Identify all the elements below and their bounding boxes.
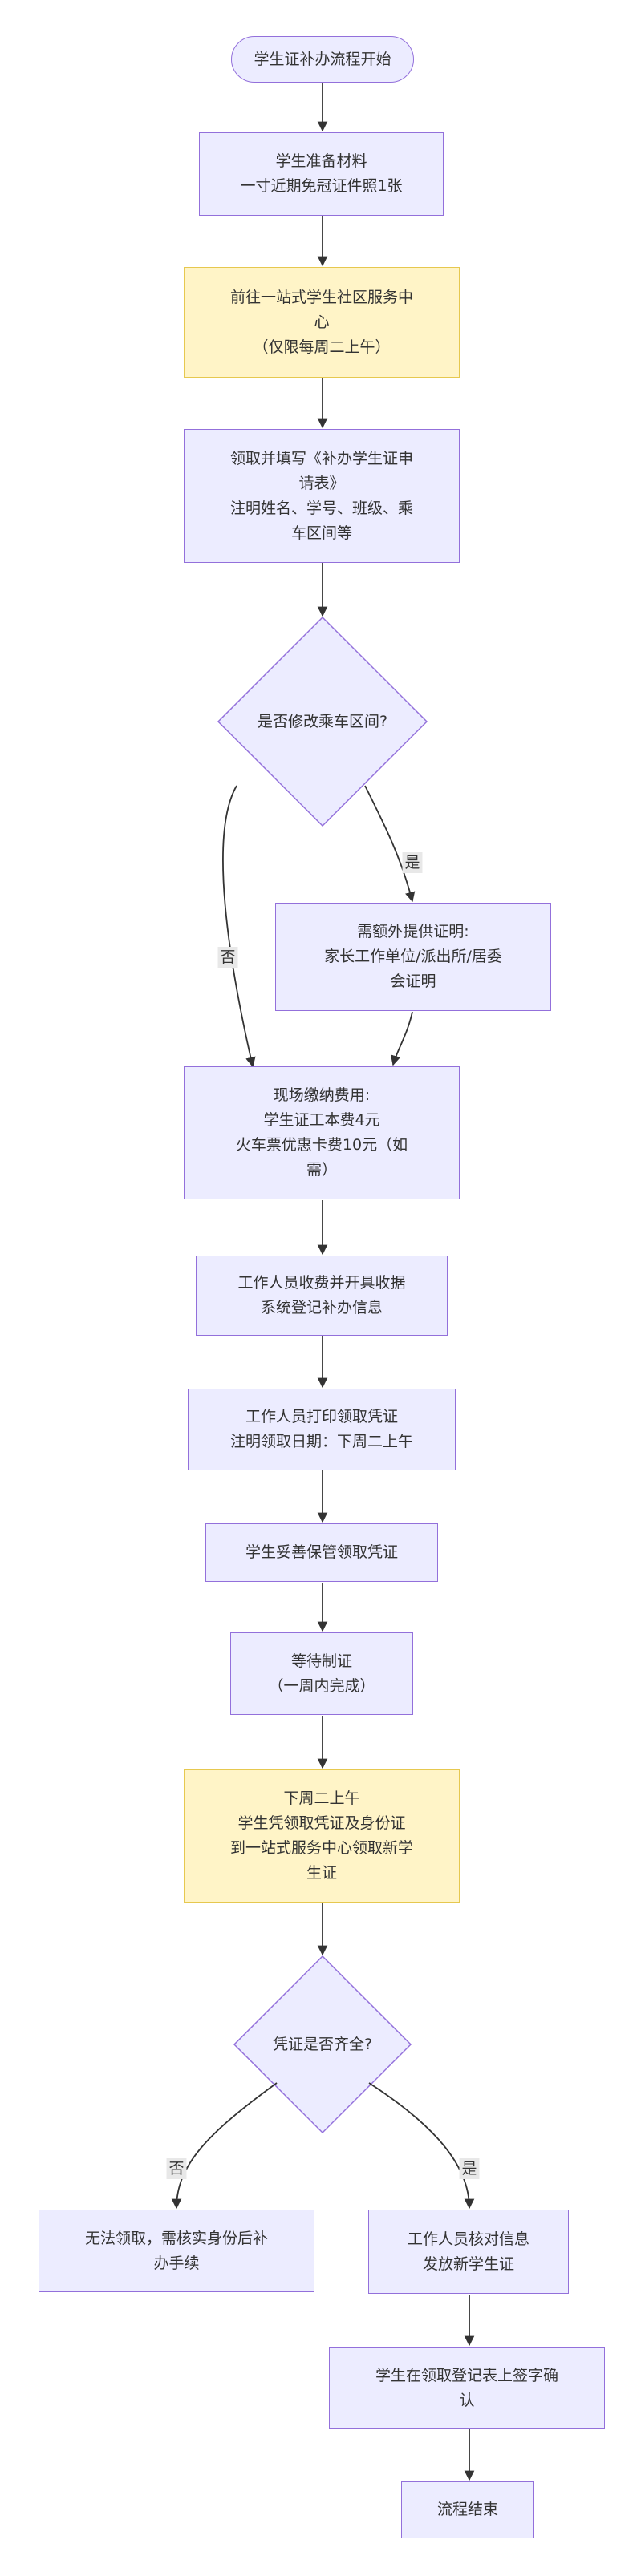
edge-extra-pay: [390, 1011, 413, 1066]
extra-proof-node: 需额外提供证明: 家长工作单位/派出所/居委 会证明: [275, 903, 551, 1011]
wait-production-node: 等待制证 （一周内完成）: [230, 1632, 413, 1715]
edge-decision-no: [222, 785, 256, 1068]
decision-route-diamond: [217, 616, 428, 827]
decision-route-label: 是否修改乘车区间?: [257, 712, 388, 730]
staff-register-node: 工作人员收费并开具收据 系统登记补办信息: [196, 1256, 448, 1336]
print-voucher-node: 工作人员打印领取凭证 注明领取日期：下周二上午: [188, 1389, 456, 1470]
start-node: 学生证补办流程开始: [231, 36, 414, 83]
edge-label-docs-no: 否: [166, 2158, 187, 2179]
edge-decision-docs-no: [171, 2082, 278, 2210]
prepare-materials-node: 学生准备材料 一寸近期免冠证件照1张: [199, 132, 444, 216]
decision-docs-label: 凭证是否齐全?: [272, 2035, 373, 2053]
issue-new-card-node: 工作人员核对信息 发放新学生证: [368, 2210, 569, 2294]
pay-fee-node: 现场缴纳费用: 学生证工本费4元 火车票优惠卡费10元（如 需）: [184, 1066, 460, 1199]
edge-label-docs-yes: 是: [459, 2158, 480, 2179]
fill-application-form-node: 领取并填写《补办学生证申 请表》 注明姓名、学号、班级、乘 车区间等: [184, 429, 460, 563]
keep-voucher-node: 学生妥善保管领取凭证: [205, 1523, 438, 1582]
edge-decision-yes: [364, 785, 416, 903]
edge-label-route-yes: 是: [402, 852, 423, 873]
goto-service-center-node: 前往一站式学生社区服务中 心 （仅限每周二上午）: [184, 267, 460, 378]
decision-docs-diamond: [233, 1955, 412, 2134]
edge-decision-docs-yes: [368, 2082, 475, 2210]
sign-confirm-node: 学生在领取登记表上签字确 认: [329, 2347, 605, 2429]
pickup-node: 下周二上午 学生凭领取凭证及身份证 到一站式服务中心领取新学 生证: [184, 1769, 460, 1903]
edge-label-route-no: 否: [217, 947, 238, 968]
cannot-pickup-node: 无法领取，需核实身份后补 办手续: [39, 2210, 314, 2292]
end-node: 流程结束: [401, 2481, 534, 2538]
